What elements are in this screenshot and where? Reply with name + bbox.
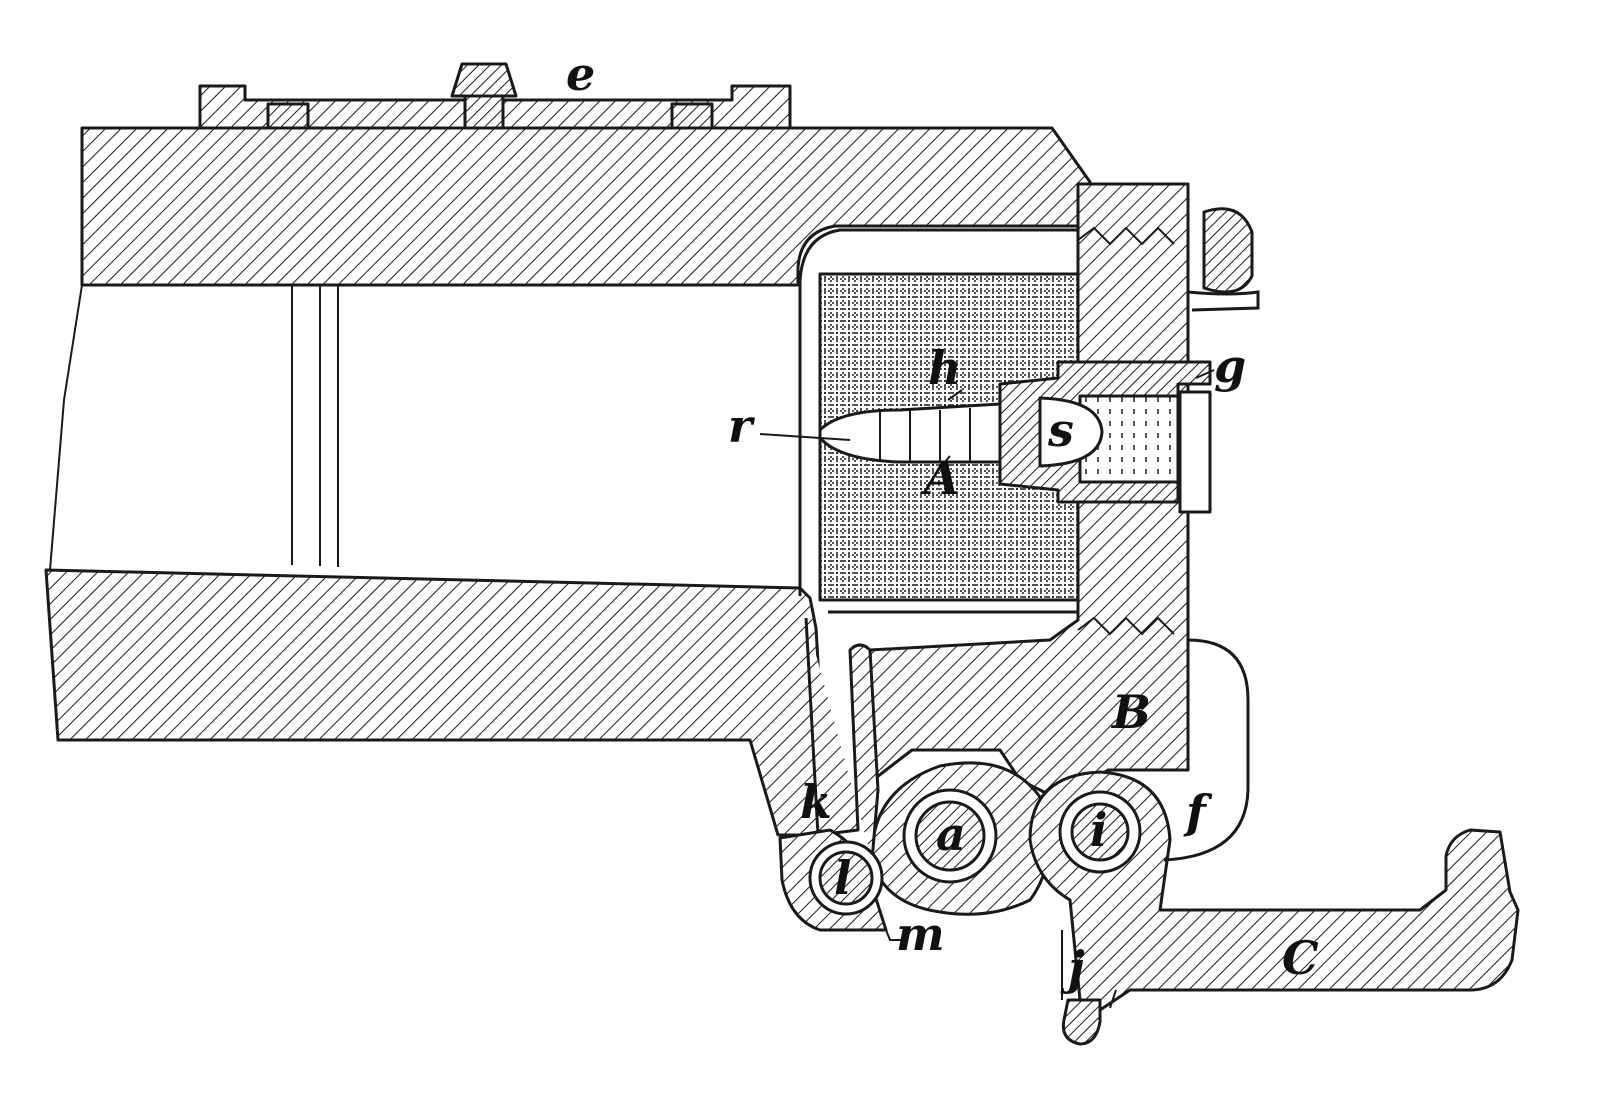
label-A: A (920, 451, 960, 505)
extractor-arm (1163, 638, 1250, 862)
label-j: j (1060, 941, 1085, 995)
chamber-frame (798, 228, 1080, 614)
label-a: a (936, 807, 966, 861)
bore (49, 284, 339, 571)
label-l: l (834, 851, 851, 905)
label-B: B (1110, 685, 1151, 739)
label-f: f (1183, 785, 1213, 839)
plug-threads-bottom (1077, 616, 1175, 636)
leader-lines (759, 369, 1215, 471)
plug-threads-top (1077, 226, 1175, 246)
pin-a (902, 788, 998, 884)
label-h: h (928, 341, 961, 395)
barrel-upper-wall (80, 126, 1092, 287)
trigger-j (1061, 930, 1117, 1046)
label-m: m (896, 907, 945, 961)
label-r: r (728, 399, 756, 453)
label-k: k (800, 775, 832, 829)
label-g: g (1214, 339, 1246, 393)
labels: e g h r s A B k a i f l m j C (566, 47, 1319, 995)
rear-pin (1187, 207, 1260, 312)
label-e: e (566, 47, 595, 101)
lever-C (1028, 770, 1520, 1012)
label-s: s (1047, 403, 1074, 457)
pin-l (808, 840, 884, 916)
label-i: i (1090, 803, 1107, 857)
pin-i (1058, 790, 1142, 874)
barrel-lower-wall (44, 568, 830, 837)
label-C: C (1282, 931, 1319, 985)
firing-pin-assembly (818, 360, 1212, 514)
